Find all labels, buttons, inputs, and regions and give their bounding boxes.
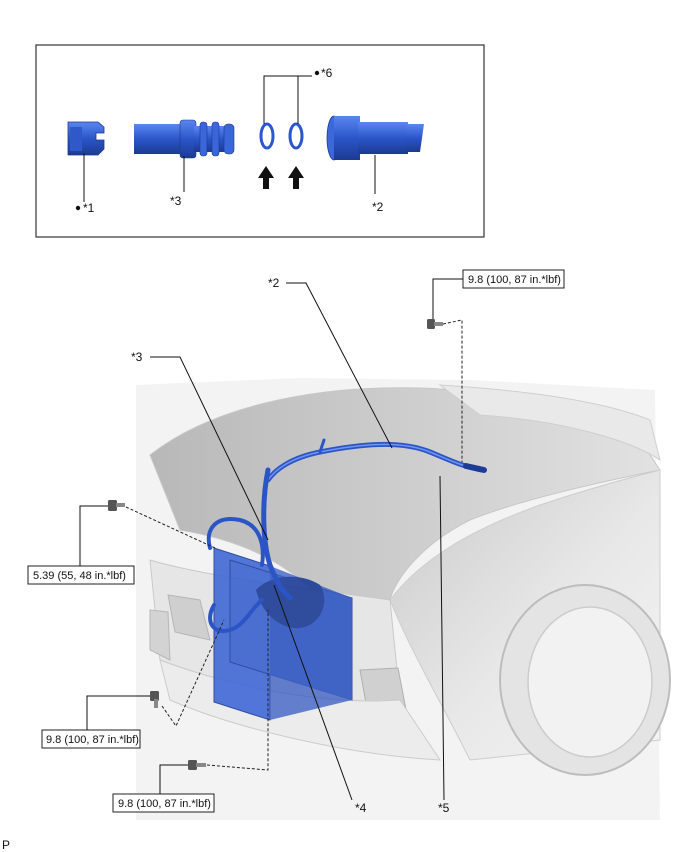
o-ring-1 [259, 122, 275, 150]
torque-leader-top [432, 278, 463, 320]
inset-callout-1: *1 [83, 201, 95, 215]
bolt-icon [150, 691, 159, 708]
callout-3: *3 [131, 350, 143, 364]
pipe-side [206, 517, 265, 567]
leader-4 [273, 584, 353, 801]
arrow-up-icon [288, 166, 304, 189]
torque-leader-mid [86, 695, 150, 730]
inset-callout-6: *6 [321, 66, 333, 80]
torque-callout-left: 5.39 (55, 48 in.*lbf) [27, 500, 216, 585]
torque-label-mid: 9.8 (100, 87 in.*lbf) [46, 734, 139, 746]
figure-code: P [2, 838, 10, 852]
pipe-2-inner [267, 443, 483, 481]
o-ring-2 [288, 122, 304, 150]
pipe-lower [208, 598, 264, 633]
callout-5: *5 [438, 801, 450, 815]
inset-callout-2: *2 [372, 200, 384, 214]
leader-2 [286, 282, 393, 449]
torque-label-bottom: 9.8 (100, 87 in.*lbf) [118, 798, 211, 810]
torque-dash-top [442, 319, 463, 462]
clip-part [67, 121, 105, 156]
torque-callout-mid: 9.8 (100, 87 in.*lbf) [41, 619, 225, 749]
bullet-dot-icon [314, 70, 320, 76]
bolt-icon [427, 319, 443, 329]
torque-callout-bottom: 9.8 (100, 87 in.*lbf) [112, 610, 269, 813]
pipe-3 [261, 467, 293, 601]
leader-3 [150, 356, 269, 541]
torque-callout-top: 9.8 (100, 87 in.*lbf) [427, 269, 565, 462]
torque-dash-left [125, 506, 216, 549]
bullet-dot-icon [75, 205, 81, 211]
hose-fitting-part [326, 115, 428, 161]
arrow-up-icon [258, 166, 274, 189]
torque-leader-left [79, 505, 108, 566]
inset-callout-3: *3 [170, 194, 182, 208]
bolt-icon [108, 500, 125, 511]
pipe-end-part [134, 119, 235, 159]
torque-label-top: 9.8 (100, 87 in.*lbf) [468, 274, 561, 286]
inset-panel: *1 *3 *6 *2 [35, 44, 485, 238]
ac-pipes [206, 438, 487, 633]
bolt-icon [188, 760, 206, 770]
torque-label-left: 5.39 (55, 48 in.*lbf) [33, 570, 126, 582]
callout-2: *2 [268, 276, 280, 290]
inset-leader-6 [263, 75, 299, 124]
torque-leader-bottom [159, 764, 188, 794]
torque-dash-mid [161, 619, 225, 728]
torque-dash-bottom [206, 610, 269, 771]
condenser-assembly [213, 547, 353, 721]
callout-4: *4 [355, 801, 367, 815]
leader-5 [439, 475, 445, 801]
